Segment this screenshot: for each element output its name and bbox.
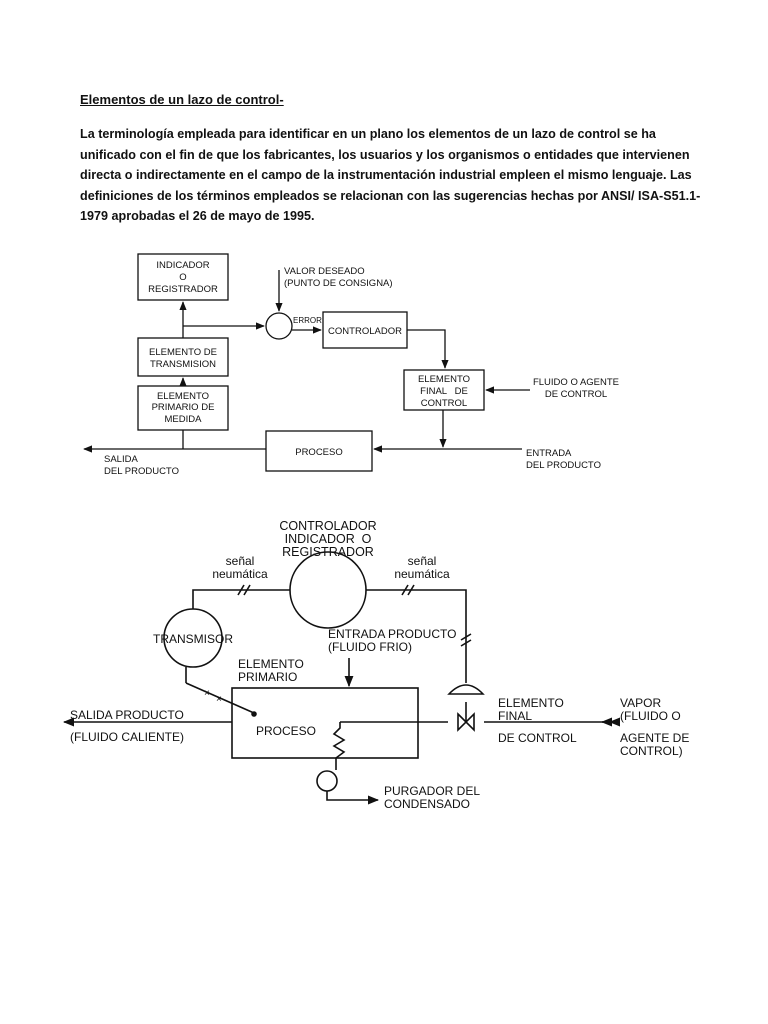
final-element-label: ELEMENTO [498,696,564,710]
controller-label: REGISTRADOR [282,545,374,559]
paragraph-line: unificado con el fin de que los fabrican… [80,147,690,162]
pneumatic-line-right [366,589,467,683]
indicator-label: INDICADOR [156,260,209,271]
indicator-label: O [179,272,186,283]
final-element-label: FINAL [498,709,532,723]
paragraph-line: 1979 aprobadas el 26 de mayo de 1995. [80,209,315,224]
primary-element-label: PRIMARIO DE [152,402,215,413]
svg-text:×: × [216,694,222,705]
final-element-label: CONTROL [421,398,467,409]
steam-label: CONTROL) [620,744,683,758]
steam-trap [316,770,338,792]
input-label: ENTRADA [526,448,572,459]
control-agent-label: FLUIDO O AGENTE [533,377,619,388]
transmission-label: ELEMENTO DE [149,347,217,358]
heating-coil [332,722,346,770]
steam-label: (FLUIDO O [620,709,681,723]
product-output-label: SALIDA PRODUCTO [70,708,184,722]
transmitter-label: TRANSMISOR [153,632,233,646]
signal-right-label: neumática [394,567,450,581]
primary-element-label: ELEMENTO [238,657,304,671]
condensate-trap-label: PURGADOR DEL [384,784,480,798]
block-diagram-labels: INDICADOR O REGISTRADOR ELEMENTO DE TRAN… [104,260,619,477]
final-element-label: DE CONTROL [498,731,577,745]
setpoint-label: VALOR DESEADO [284,266,365,277]
product-output-label: (FLUIDO CALIENTE) [70,730,184,744]
signal-left-label: neumática [212,567,268,581]
controller-label: CONTROLADOR [279,519,376,533]
pictorial-diagram-labels: CONTROLADOR INDICADOR O REGISTRADOR seña… [70,519,689,811]
signal-left-label: señal [226,554,255,568]
final-element-label: ELEMENTO [418,374,470,385]
pictorial-diagram: × × [62,551,621,805]
steam-label: AGENTE DE [620,731,689,745]
transmission-label: TRANSMISION [150,359,216,370]
signal-right-label: señal [408,554,437,568]
output-label: SALIDA [104,454,138,465]
pneumatic-line-left [192,589,290,609]
output-label: DEL PRODUCTO [104,466,179,477]
control-agent-label: DE CONTROL [545,389,607,400]
primary-element-label: MEDIDA [165,414,203,425]
intro-paragraph: La terminología empleada para identifica… [80,124,701,227]
steam-label: VAPOR [620,696,661,710]
document-title: Elementos de un lazo de control- [80,92,284,107]
indicator-recorder-box [137,253,229,301]
primary-element-label: ELEMENTO [157,391,209,402]
input-label: DEL PRODUCTO [526,460,601,471]
block-diagram [83,253,530,472]
control-valve [457,712,475,732]
paragraph-line: La terminología empleada para identifica… [80,127,656,141]
process-tank [231,687,419,759]
final-control-element-box [403,369,485,411]
paragraph-line: definiciones de los términos empleados s… [80,188,701,203]
setpoint-label: (PUNTO DE CONSIGNA) [284,278,393,289]
process-box [265,430,373,472]
controller-label: CONTROLADOR [328,326,402,337]
product-input-label: ENTRADA PRODUCTO [328,627,456,641]
valve-actuator [447,684,485,695]
controller-indicator-circle [289,551,367,629]
summing-junction [265,312,293,340]
process-label: PROCESO [256,724,316,738]
final-element-label: FINAL DE [420,386,468,397]
condensate-trap-label: CONDENSADO [384,797,470,811]
paragraph-line: directa o indirectamente en el campo de … [80,168,692,183]
error-label: ERROR [293,316,322,325]
svg-text:×: × [204,688,210,699]
controller-label: INDICADOR O [285,532,372,546]
primary-element-label: PRIMARIO [238,670,297,684]
indicator-label: REGISTRADOR [148,284,218,295]
process-label: PROCESO [295,447,343,458]
product-input-label: (FLUIDO FRIO) [328,640,412,654]
